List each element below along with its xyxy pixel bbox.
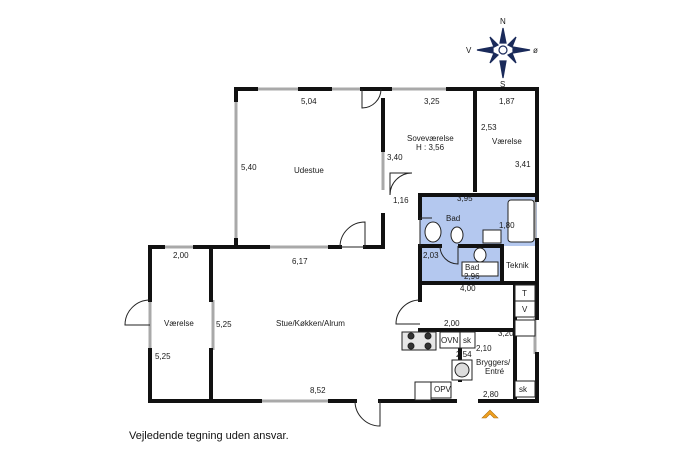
dim-1-16: 1,16 — [393, 196, 409, 205]
dim-5-25-left: 5,25 — [155, 352, 171, 361]
dim-3-41: 3,41 — [515, 160, 531, 169]
dim-5-25-right: 5,25 — [216, 320, 232, 329]
walls — [148, 87, 539, 403]
label-opv: OPV — [434, 385, 452, 394]
dim-8-52: 8,52 — [310, 386, 326, 395]
dim-3-25: 3,25 — [424, 97, 440, 106]
room-vaerelse-ne: Værelse — [492, 137, 522, 146]
room-stue: Stue/Køkken/Alrum — [276, 319, 345, 328]
dim-1-87: 1,87 — [499, 97, 515, 106]
label-v: V — [522, 305, 528, 314]
label-sk-2: sk — [519, 385, 528, 394]
dimension-labels: 5,04 3,25 1,87 2,53 5,40 3,40 3,41 1,16 … — [155, 97, 531, 399]
label-ovn: OVN — [441, 336, 459, 345]
dishwasher-box — [430, 381, 452, 399]
compass-o: ø — [533, 46, 538, 55]
bath-fixtures — [424, 199, 535, 277]
disclaimer: Vejledende tegning uden ansvar. — [129, 430, 289, 442]
compass-s: S — [500, 80, 505, 89]
dim-3-95: 3,95 — [457, 194, 473, 203]
room-sovevaerelse-height: H : 3,56 — [416, 143, 445, 152]
tech-box-v — [514, 300, 536, 318]
room-bad-1: Bad — [446, 214, 460, 223]
entrance-marker — [481, 409, 499, 419]
compass-n: N — [500, 17, 506, 26]
compass-v: V — [466, 46, 472, 55]
dim-2-00-top: 2,00 — [173, 251, 189, 260]
room-udestue: Udestue — [294, 166, 324, 175]
dim-6-17: 6,17 — [292, 257, 308, 266]
label-t: T — [522, 289, 527, 298]
kitchen-sink — [414, 381, 432, 401]
utility-sink — [514, 319, 536, 337]
shower — [461, 261, 499, 277]
dim-2-54: 2,54 — [456, 350, 472, 359]
dim-2-00-kitchen: 2,00 — [444, 319, 460, 328]
label-sk-1: sk — [463, 336, 472, 345]
dim-1-80: 1,80 — [499, 221, 515, 230]
dim-2-03: 2,03 — [423, 251, 439, 260]
dim-5-04: 5,04 — [301, 97, 317, 106]
room-teknik: Teknik — [506, 261, 530, 270]
sink-1 — [482, 229, 502, 244]
dim-3-40: 3,40 — [387, 153, 403, 162]
dim-4-00: 4,00 — [460, 284, 476, 293]
room-sovevaerelse: Soveværelse — [407, 134, 454, 143]
room-entre: Entré — [485, 367, 505, 376]
room-bad-2: Bad — [465, 263, 479, 272]
dim-2-10: 2,10 — [476, 344, 492, 353]
dim-2-80: 2,80 — [483, 390, 499, 399]
cupboard-box-1 — [459, 331, 476, 349]
doors — [124, 88, 459, 427]
dim-3-20: 3,20 — [498, 329, 514, 338]
room-vaerelse-w: Værelse — [164, 319, 194, 328]
bathtub — [507, 199, 535, 243]
room-bad-2-size: 2,96 — [464, 272, 480, 281]
dim-2-53: 2,53 — [481, 123, 497, 132]
cupboard-box-2 — [514, 380, 536, 398]
compass-rose — [476, 27, 531, 79]
room-bryggers: Bryggers/ — [476, 358, 511, 367]
toilet-2 — [473, 247, 487, 263]
toilet-1 — [450, 226, 464, 244]
kitchen-fixtures — [401, 284, 536, 401]
sink-2 — [424, 221, 442, 243]
dim-5-40: 5,40 — [241, 163, 257, 172]
